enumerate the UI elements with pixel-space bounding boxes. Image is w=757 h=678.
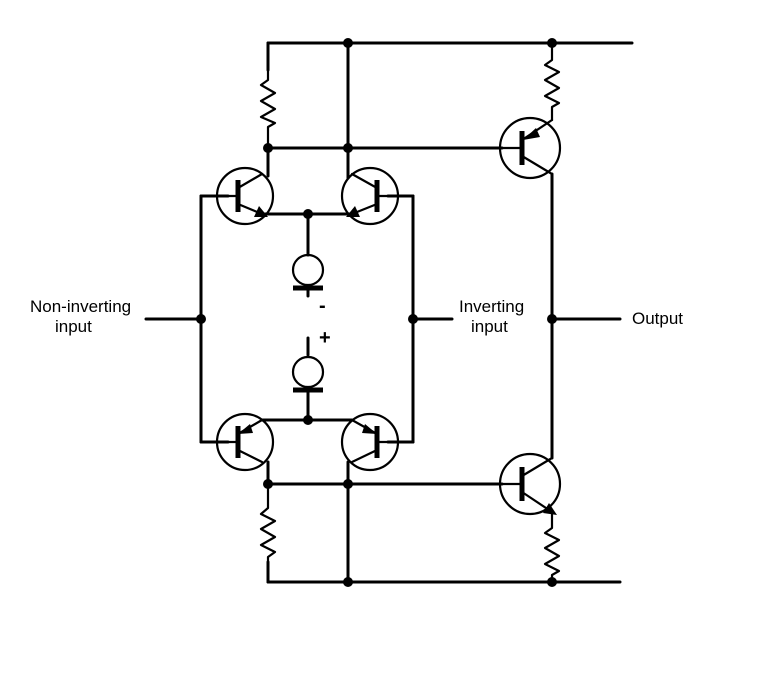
- resistor-bottom-left: [259, 482, 277, 564]
- minus-sign: -: [319, 295, 326, 317]
- resistor-bottom-right: [543, 510, 561, 584]
- plus-sign: +: [319, 327, 331, 349]
- bottom-rail: [266, 560, 622, 584]
- current-source-lower: [291, 355, 325, 393]
- inverting-label-line1: Inverting: [459, 297, 524, 316]
- top-rail: [266, 41, 634, 72]
- junction-dots: [196, 38, 557, 587]
- resistor-top-right: [543, 41, 561, 122]
- output-transistor-upper: [498, 116, 562, 180]
- inverting-label-line2: input: [471, 317, 508, 336]
- transistor-upper-right: [340, 166, 400, 226]
- non-inverting-label-line1: Non-inverting: [30, 297, 131, 316]
- transistor-lower-right: [340, 412, 400, 472]
- transistor-lower-left: [215, 412, 275, 472]
- resistor-top-left: [259, 68, 277, 150]
- current-source-upper: [291, 253, 325, 291]
- non-inverting-label-line2: input: [55, 317, 92, 336]
- transistor-upper-left: [215, 166, 275, 226]
- output-transistor-lower: [498, 452, 562, 516]
- output-label: Output: [632, 309, 683, 328]
